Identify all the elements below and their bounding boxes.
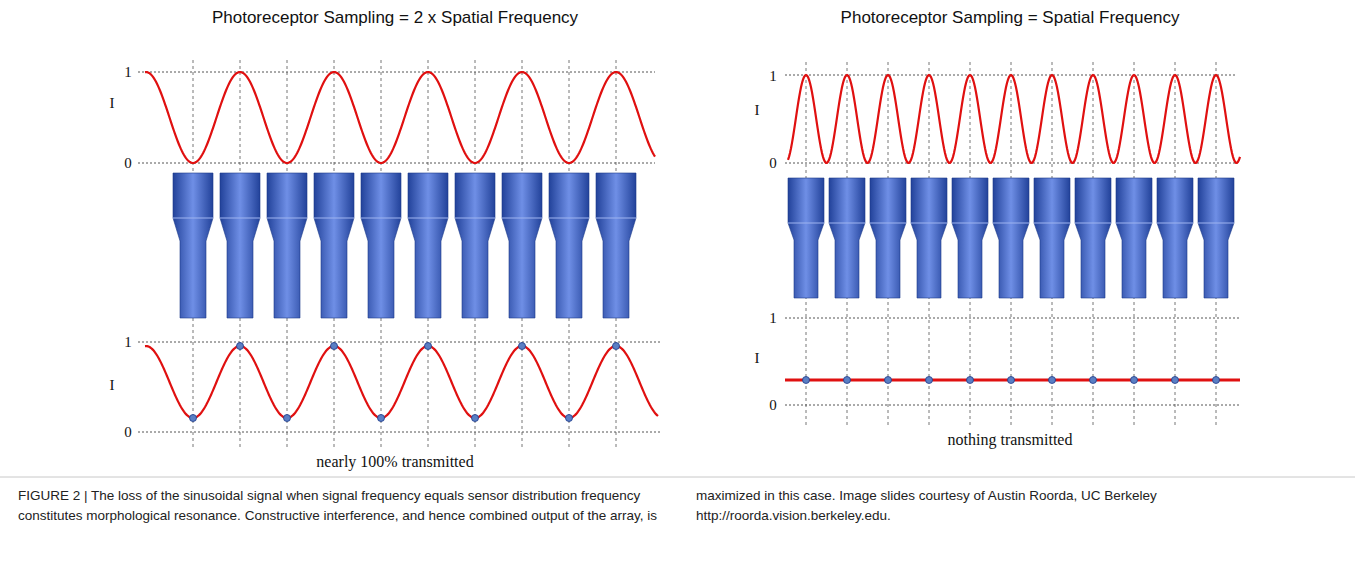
- axis-tick: 1: [769, 310, 777, 327]
- photoreceptor: [502, 173, 542, 318]
- axis-tick: 0: [124, 424, 132, 441]
- reference-line: [138, 342, 660, 343]
- sample-dot: [1131, 377, 1138, 384]
- sample-dot: [519, 343, 526, 350]
- axis-label: I: [110, 377, 115, 394]
- reference-line: [138, 72, 655, 73]
- sample-dot: [190, 415, 197, 422]
- segment-seam: [993, 223, 1029, 224]
- axis-tick: 1: [124, 64, 132, 81]
- photoreceptor: [408, 173, 448, 318]
- sample-dot: [1090, 377, 1097, 384]
- sample-dot: [1049, 377, 1056, 384]
- sample-dot: [613, 343, 620, 350]
- segment-seam: [220, 218, 260, 219]
- segment-seam: [1198, 223, 1234, 224]
- photoreceptor: [173, 173, 213, 318]
- axis-tick: 1: [769, 68, 777, 85]
- panel-title: Photoreceptor Sampling = Spatial Frequen…: [841, 9, 1180, 28]
- sample-dot: [566, 415, 573, 422]
- input-signal: [145, 72, 655, 163]
- photoreceptor: [220, 173, 260, 318]
- sample-dot: [331, 343, 338, 350]
- result-note: nothing transmitted: [948, 431, 1073, 449]
- segment-seam: [829, 223, 865, 224]
- axis-label: I: [110, 95, 115, 112]
- axis-tick: 0: [769, 397, 777, 414]
- segment-seam: [596, 218, 636, 219]
- photoreceptor: [549, 173, 589, 318]
- sample-dot: [1172, 377, 1179, 384]
- segment-seam: [361, 218, 401, 219]
- sample-dot: [844, 377, 851, 384]
- photoreceptor: [314, 173, 354, 318]
- panel-art: [785, 62, 1240, 425]
- segment-seam: [502, 218, 542, 219]
- figure-caption: FIGURE 2 | The loss of the sinusoidal si…: [18, 486, 1338, 526]
- photoreceptor: [911, 178, 947, 298]
- sample-dot: [1008, 377, 1015, 384]
- segment-seam: [267, 218, 307, 219]
- reference-line: [785, 163, 1235, 164]
- sample-dot: [378, 415, 385, 422]
- photoreceptor: [361, 173, 401, 318]
- reference-line: [138, 432, 660, 433]
- panel-art: [138, 60, 660, 448]
- reference-line: [138, 163, 655, 164]
- caption-rule: [0, 477, 1355, 478]
- photoreceptor: [993, 178, 1029, 298]
- photoreceptor: [1034, 178, 1070, 298]
- photoreceptor: [1116, 178, 1152, 298]
- segment-seam: [788, 223, 824, 224]
- sample-dot: [472, 415, 479, 422]
- photoreceptor: [1157, 178, 1193, 298]
- sample-dot: [967, 377, 974, 384]
- segment-seam: [173, 218, 213, 219]
- segment-seam: [870, 223, 906, 224]
- photoreceptor: [952, 178, 988, 298]
- reference-line: [785, 405, 1240, 406]
- sample-dot: [803, 377, 810, 384]
- photoreceptor: [1075, 178, 1111, 298]
- sample-dot: [885, 377, 892, 384]
- segment-seam: [1034, 223, 1070, 224]
- sample-dot: [1213, 377, 1220, 384]
- photoreceptor: [829, 178, 865, 298]
- segment-seam: [1157, 223, 1193, 224]
- segment-seam: [408, 218, 448, 219]
- segment-seam: [455, 218, 495, 219]
- output-signal: [145, 346, 658, 418]
- panel-title: Photoreceptor Sampling = 2 x Spatial Fre…: [212, 9, 578, 28]
- sample-dot: [425, 343, 432, 350]
- reference-line: [785, 318, 1240, 319]
- result-note: nearly 100% transmitted: [316, 453, 473, 471]
- segment-seam: [1075, 223, 1111, 224]
- segment-seam: [549, 218, 589, 219]
- sample-dot: [237, 343, 244, 350]
- photoreceptor: [1198, 178, 1234, 298]
- photoreceptor: [870, 178, 906, 298]
- segment-seam: [1116, 223, 1152, 224]
- segment-seam: [314, 218, 354, 219]
- segment-seam: [952, 223, 988, 224]
- axis-label: I: [755, 102, 760, 119]
- axis-tick: 0: [769, 155, 777, 172]
- photoreceptor: [596, 173, 636, 318]
- photoreceptor: [267, 173, 307, 318]
- axis-tick: 1: [124, 334, 132, 351]
- axis-tick: 0: [124, 155, 132, 172]
- sample-dot: [284, 415, 291, 422]
- input-signal: [788, 75, 1240, 163]
- axis-label: I: [755, 350, 760, 367]
- photoreceptor: [788, 178, 824, 298]
- sample-dot: [926, 377, 933, 384]
- segment-seam: [911, 223, 947, 224]
- photoreceptor: [455, 173, 495, 318]
